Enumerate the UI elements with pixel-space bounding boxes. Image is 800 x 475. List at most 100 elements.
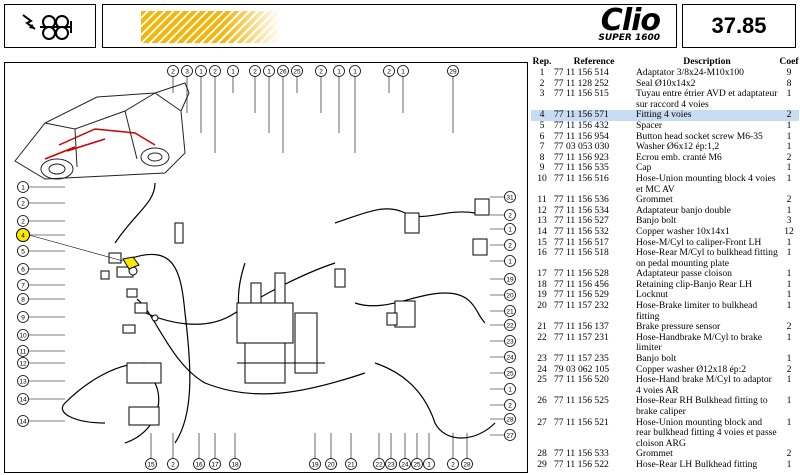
callout-bubble xyxy=(17,197,29,209)
callout-label: 25 xyxy=(506,370,514,377)
cell-description: Hose-Handbrake M/Cyl to brake limiter xyxy=(636,331,763,354)
cell-description: Tuyau entre étrier AVD et adaptateur sur… xyxy=(636,88,778,110)
cell-rep: 11 xyxy=(537,194,547,206)
cell-coef: 12 xyxy=(784,225,794,237)
callout-bubble xyxy=(263,65,275,77)
callout-bubble xyxy=(17,311,29,323)
callout-bubble xyxy=(385,458,397,470)
callout-label: 7 xyxy=(21,282,25,289)
header-icon-box xyxy=(4,4,96,48)
col-coef: Coef xyxy=(779,56,799,67)
callout-label: 19 xyxy=(506,276,514,283)
callout-bubble xyxy=(333,65,345,77)
callout-bubble xyxy=(447,458,459,470)
callout-bubble xyxy=(167,458,179,470)
limiter-assembly xyxy=(386,198,490,328)
cell-description: Copper washer 10x14x1 xyxy=(636,225,730,237)
cell-reference: 77 11 156 518 xyxy=(554,247,609,259)
cell-reference: 77 11 156 571 xyxy=(553,110,635,121)
brand-logo: Clio SUPER 1600 xyxy=(598,3,661,44)
cell-rep: 14 xyxy=(537,225,547,237)
cell-reference: 77 11 156 432 xyxy=(554,119,609,131)
callout-label: 2 xyxy=(319,68,323,75)
callout-bubble xyxy=(17,245,29,257)
cell-description: Brake pressure sensor xyxy=(636,321,721,333)
cell-description: Fitting 4 voies xyxy=(635,110,779,121)
cell-reference: 79 03 062 105 xyxy=(554,363,610,375)
callout-bubble-selected xyxy=(16,228,30,242)
cell-rep: 15 xyxy=(537,236,547,248)
cell-reference: 77 11 156 456 xyxy=(554,278,609,290)
callout-bubble xyxy=(167,65,179,77)
parts-table-header: Rep. Reference Description Coef xyxy=(531,56,799,68)
cell-rep: 18 xyxy=(537,278,547,290)
cell-description: Hose-M/Cyl to caliper-Front LH xyxy=(636,236,762,248)
callout-label: 2 xyxy=(21,218,25,225)
callout-bubble xyxy=(399,458,411,470)
callout-bubble xyxy=(291,65,303,77)
cell-reference: 77 11 157 235 xyxy=(554,353,609,365)
callout-bubble xyxy=(345,458,357,470)
cell-description: Adaptator 3/8x24-M10x100 xyxy=(636,67,744,78)
callout-label: 2 xyxy=(171,68,175,75)
callout-label: 6 xyxy=(21,266,25,273)
callout-label: 1 xyxy=(508,258,512,265)
callout-label: 3 xyxy=(185,68,189,75)
brand-model: Clio xyxy=(600,3,661,38)
cell-rep: 26 xyxy=(537,395,547,407)
callout-label: 2 xyxy=(451,461,455,468)
callout-label: 2 xyxy=(213,68,217,75)
callout-label: 8 xyxy=(21,296,25,303)
cell-coef: 1 xyxy=(786,300,792,312)
callout-bubble xyxy=(145,458,157,470)
cell-description: Locknut xyxy=(636,289,668,301)
callout-bubble xyxy=(504,209,516,221)
callout-bubble xyxy=(504,239,516,251)
callout-label: 2 xyxy=(21,200,25,207)
cell-description: Banjo bolt xyxy=(636,215,677,227)
callout-label: 5 xyxy=(21,248,25,255)
cell-rep: 29 xyxy=(537,458,547,470)
callout-bubble xyxy=(17,293,29,305)
cell-coef: 1 xyxy=(786,204,792,216)
cell-description: Seal Ø10x14x2 xyxy=(636,77,696,89)
callout-label: 23 xyxy=(506,338,514,345)
cell-reference: 77 03 053 030 xyxy=(554,141,610,153)
callout-bubble xyxy=(504,191,516,203)
cell-rep: 23 xyxy=(537,353,547,365)
callout-label: 18 xyxy=(231,461,239,468)
callout-label: 1 xyxy=(199,68,203,75)
